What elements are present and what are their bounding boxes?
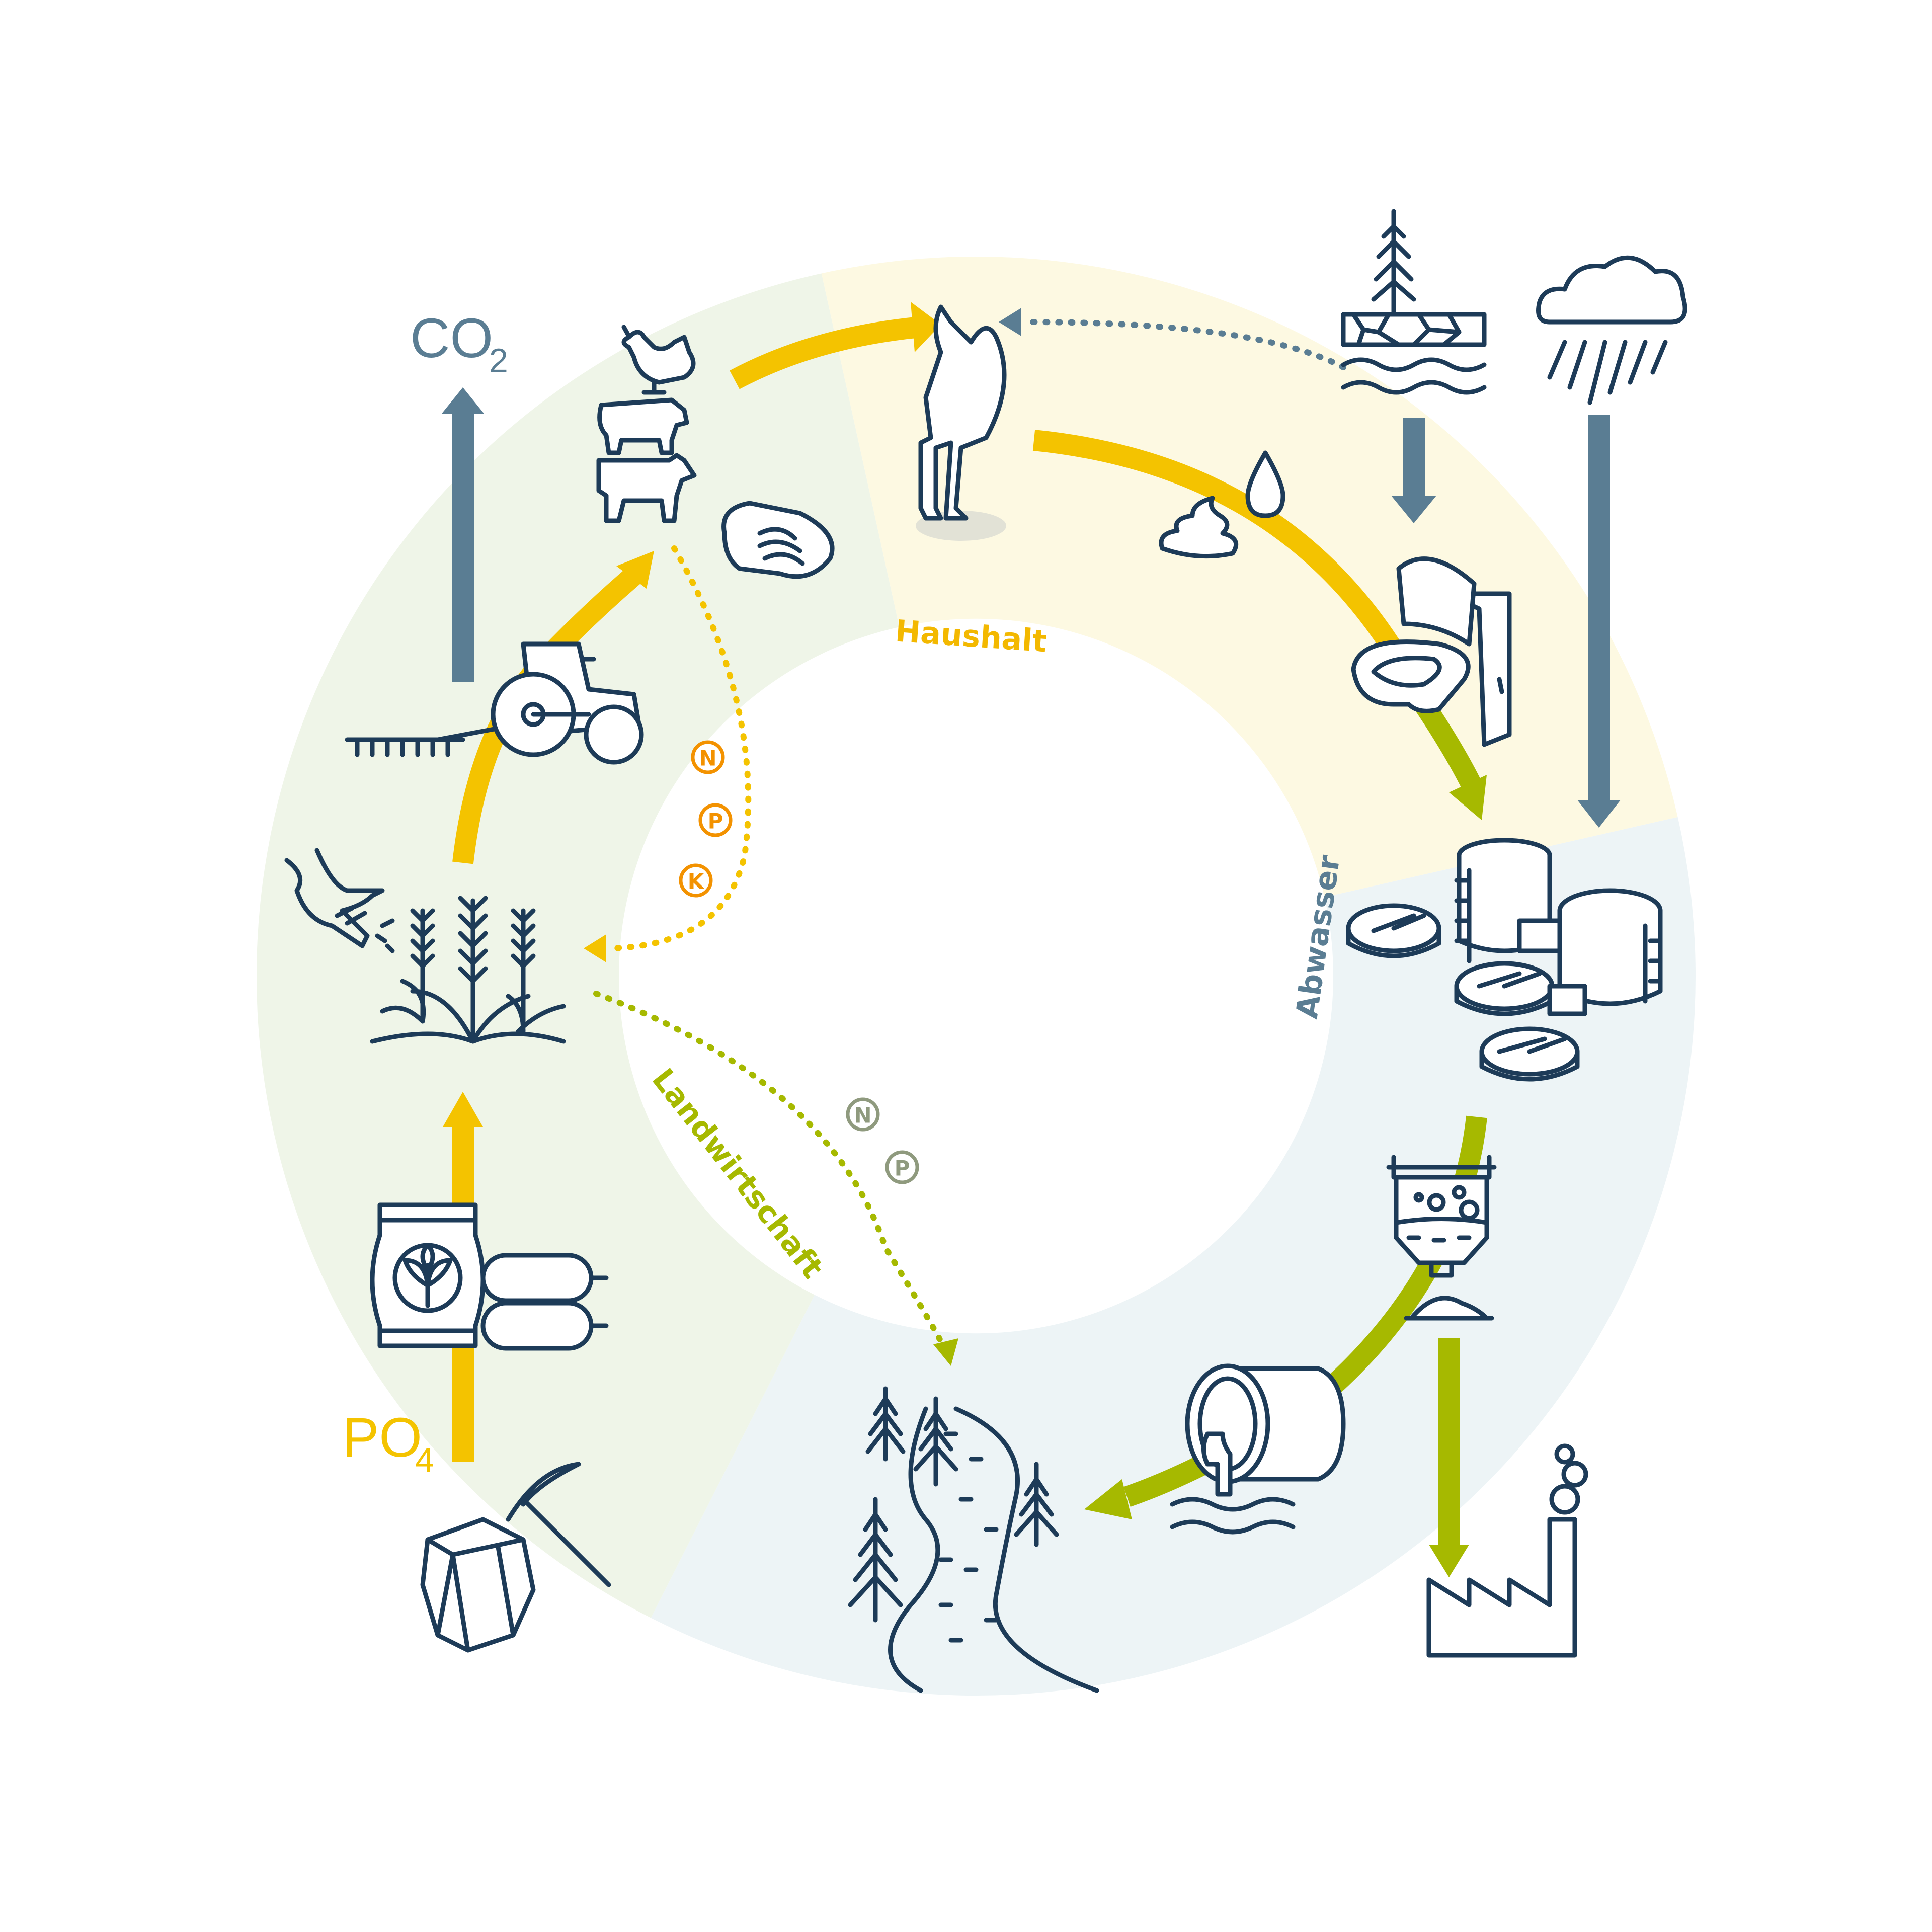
rain-cloud-icon [1536,255,1687,405]
arrow-crops-to-livestock-head [616,551,654,589]
agriculture-sector [257,257,976,1696]
svg-text:N: N [854,1103,871,1128]
arrow-rain-to-treatment-head [1577,800,1621,828]
po4-label: PO 4 [342,1407,434,1479]
arrow-rain-to-treatment [1588,415,1610,802]
person-icon [916,304,1007,541]
svg-text:CO: CO [410,307,493,369]
drop-icon [1245,450,1285,518]
tree-icon [1371,209,1416,314]
pig-icon [597,397,689,455]
chicken-icon [621,325,696,395]
dotted-flows [584,308,1346,1366]
treatment-plant-icon [1346,838,1663,1082]
svg-text:P: P [708,809,723,834]
bread-icon [721,501,835,579]
co2-label: CO 2 [410,307,508,380]
feces-icon [1159,496,1239,559]
sludge-tank-icon [1386,1155,1497,1278]
cow-icon [596,453,697,523]
svg-text:N: N [699,746,716,771]
svg-text:4: 4 [415,1441,434,1479]
fertilizer-bag-icon [370,1202,609,1351]
arrow-sludge-to-factory-head [1429,1545,1469,1577]
dotted-manure-to-crops-head [584,934,606,962]
arrow-rock-to-crops-head [443,1092,483,1127]
dotted-water-to-person [1023,319,1346,370]
dotted-manure-to-crops [606,545,752,951]
nutrient-badge-n-lower: N [846,1097,880,1132]
tractor-icon [345,641,644,765]
groundwater-icon [1341,312,1487,395]
nutrient-badge-p-upper: P [698,803,733,837]
river-landscape-icon [848,1386,1099,1693]
sludge-pile-icon [1404,1296,1494,1321]
svg-text:K: K [688,869,705,894]
arrow-groundwater-to-toilet [1403,418,1425,498]
arrow-groundwater-to-toilet-head [1391,496,1436,523]
arrow-treatment-to-river-head [1084,1479,1132,1519]
arrow-food-to-household [730,316,922,389]
svg-text:PO: PO [342,1407,422,1469]
phosphate-rock-icon [420,1517,536,1653]
nutrient-badge-n-upper: N [691,740,725,774]
arrow-sludge-to-factory [1438,1338,1460,1550]
outflow-pipe-icon [1170,1363,1346,1535]
nutrient-badge-k-upper: K [679,863,713,898]
arrow-household-to-toilet [1032,430,1433,709]
svg-text:P: P [895,1156,910,1181]
arrow-co2-head [442,387,484,414]
arrow-co2 [452,413,474,682]
arrow-food-to-household-head [911,302,941,352]
cycle-arrows [442,302,1621,1577]
dotted-runoff-to-river-head [933,1338,958,1366]
hand-seeding-icon [284,848,395,953]
arrow-toilet-to-treatment [1415,698,1481,790]
dotted-runoff-to-river [593,991,946,1349]
svg-text:2: 2 [489,342,508,380]
nutrient-badge-p-lower: P [885,1150,919,1184]
wheat-icon [370,896,566,1044]
factory-icon [1426,1443,1588,1658]
arrow-toilet-to-treatment-head [1449,775,1487,820]
dotted-water-to-person-head [999,308,1021,336]
toilet-icon [1351,556,1512,747]
pickaxe-icon [506,1462,611,1587]
